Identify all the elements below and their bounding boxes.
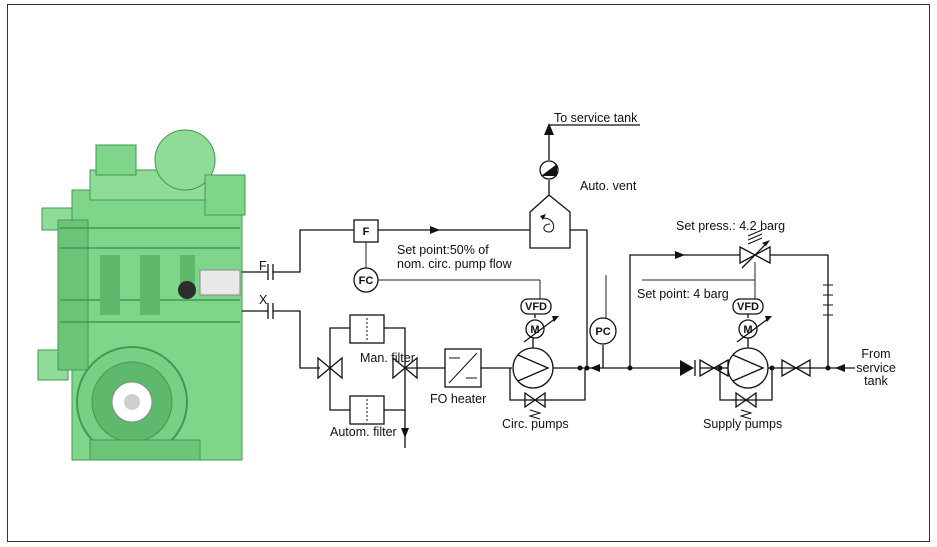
connection-x-label: X	[259, 293, 268, 307]
pressure-controller	[589, 317, 617, 345]
flow-meter-tag: F	[363, 226, 370, 238]
set-point-flow-line1: Set point:50% of	[397, 243, 489, 257]
from-label-2: service	[856, 361, 896, 375]
to-service-tank-label: To service tank	[554, 111, 638, 125]
vfd-supply-tag: VFD	[737, 301, 759, 313]
supply-check-valve	[680, 360, 696, 376]
flow-controller-tag: FC	[359, 275, 374, 287]
automatic-filter	[349, 395, 385, 425]
supply-pumps-label: Supply pumps	[703, 417, 782, 431]
engine-illustration	[37, 129, 246, 461]
vfd-supply	[732, 298, 764, 315]
flow-controller	[353, 267, 379, 293]
circ-pump-icon	[512, 338, 554, 389]
set-press-label: Set press.: 4.2 barg	[676, 219, 785, 233]
motor-supply-icon	[736, 312, 772, 343]
auto-vent-icon	[529, 160, 571, 249]
pressure-relief-valve	[739, 229, 771, 269]
from-label-3: tank	[864, 374, 888, 388]
supply-pump-icon	[727, 338, 769, 389]
auto-vent-label: Auto. vent	[580, 179, 637, 193]
manual-filter-valve-right	[392, 356, 418, 380]
motor-supply-tag: M	[743, 324, 752, 336]
autom-filter-label: Autom. filter	[330, 425, 397, 439]
circ-relief-valve	[524, 391, 546, 420]
vfd-circ	[520, 298, 552, 315]
flow-meter	[353, 219, 379, 243]
manual-filter-valve-left	[317, 355, 343, 380]
supply-relief-valve	[735, 391, 757, 420]
fo-heater-label: FO heater	[430, 392, 486, 406]
fo-heater	[444, 348, 482, 388]
circ-pumps-label: Circ. pumps	[502, 417, 569, 431]
supply-isolation-valve-right	[781, 358, 811, 378]
set-point-press-label: Set point: 4 barg	[637, 287, 729, 301]
set-point-flow-line2: nom. circ. pump flow	[397, 257, 513, 271]
motor-circ-tag: M	[530, 324, 539, 336]
manual-filter	[349, 314, 385, 344]
man-filter-label: Man. filter	[360, 351, 415, 365]
pressure-controller-tag: PC	[595, 326, 610, 338]
from-label-1: From	[861, 347, 890, 361]
vfd-circ-tag: VFD	[525, 301, 547, 313]
motor-circ-icon	[523, 312, 559, 343]
connection-f-label: F	[259, 259, 267, 273]
